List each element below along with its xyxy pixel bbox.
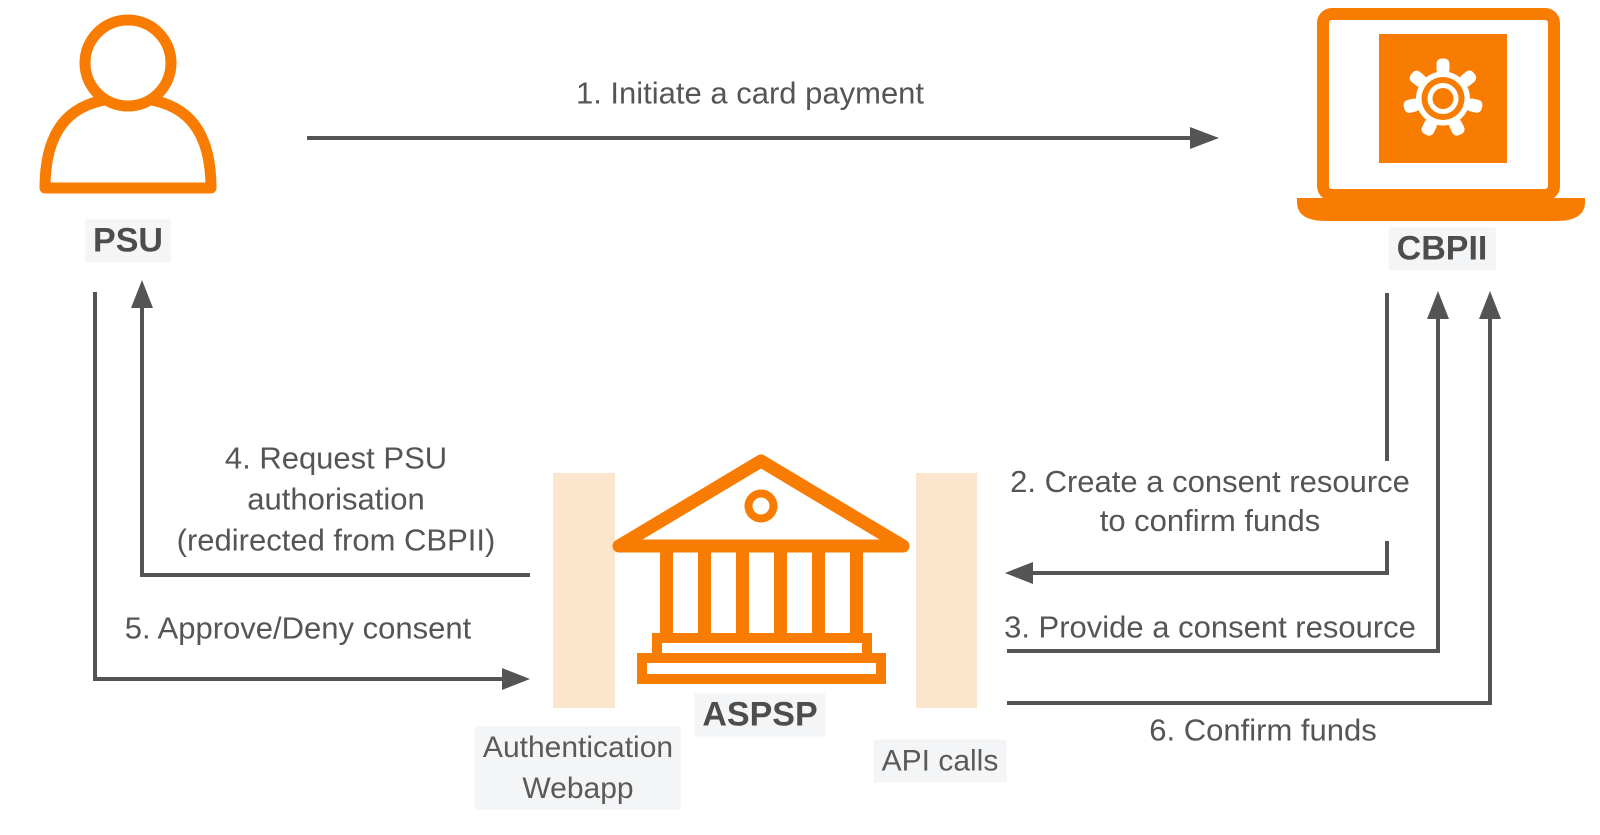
person-head xyxy=(79,14,177,112)
authentication-webapp-label: Authentication Webapp xyxy=(474,726,682,810)
arrow-heads xyxy=(131,127,1501,690)
api-calls-bar xyxy=(916,473,977,708)
person-icon xyxy=(39,14,217,194)
laptop-base xyxy=(1297,198,1585,221)
arrow-4-line xyxy=(140,305,530,577)
arrow-2-head xyxy=(1005,562,1033,584)
arrow-6-label: 6. Confirm funds xyxy=(1143,709,1383,751)
psu-node-label: PSU xyxy=(85,219,171,263)
arrow-6-head xyxy=(1479,291,1501,319)
authentication-webapp-label-line1: Authentication xyxy=(482,731,674,764)
aspsp-node-label: ASPSP xyxy=(694,693,826,737)
arrow-4-head xyxy=(131,280,153,308)
arrow-6-line xyxy=(1007,318,1492,705)
arrow-4-label-line2: authorisation xyxy=(247,481,425,517)
arrow-4-label: 4. Request PSU authorisation (redirected… xyxy=(170,436,502,562)
arrow-3-label: 3. Provide a consent resource xyxy=(998,606,1422,648)
arrow-5-line xyxy=(93,292,503,681)
laptop-gear-icon xyxy=(1297,8,1585,221)
arrow-lines xyxy=(93,136,1492,705)
arrow-2-label-line2: to confirm funds xyxy=(1099,503,1321,538)
bank-columns xyxy=(660,549,863,641)
bank-roof-circle xyxy=(744,489,778,523)
authentication-webapp-bar xyxy=(553,473,615,708)
bank-step-lower xyxy=(637,653,886,684)
bank-icon xyxy=(612,454,910,684)
arrow-5-label: 5. Approve/Deny consent xyxy=(118,607,478,649)
arrow-4-label-line1: 4. Request PSU xyxy=(224,440,448,476)
authentication-webapp-label-line2: Webapp xyxy=(522,772,634,805)
arrow-3-head xyxy=(1427,291,1449,319)
arrow-5-head xyxy=(502,668,530,690)
gear-icon xyxy=(1403,58,1483,136)
arrow-1-label: 1. Initiate a card payment xyxy=(569,72,931,114)
arrow-2-line xyxy=(1032,293,1389,575)
api-calls-label: API calls xyxy=(873,739,1007,783)
arrow-1-head xyxy=(1190,127,1219,149)
arrow-3-line xyxy=(1007,318,1440,653)
arrow-2-label-line1: 2. Create a consent resource xyxy=(1010,464,1410,499)
cbpii-node-label: CBPII xyxy=(1388,227,1496,271)
arrow-4-label-line3: (redirected from CBPII) xyxy=(176,522,496,558)
arrow-2-label: 2. Create a consent resource to confirm … xyxy=(1004,461,1416,541)
